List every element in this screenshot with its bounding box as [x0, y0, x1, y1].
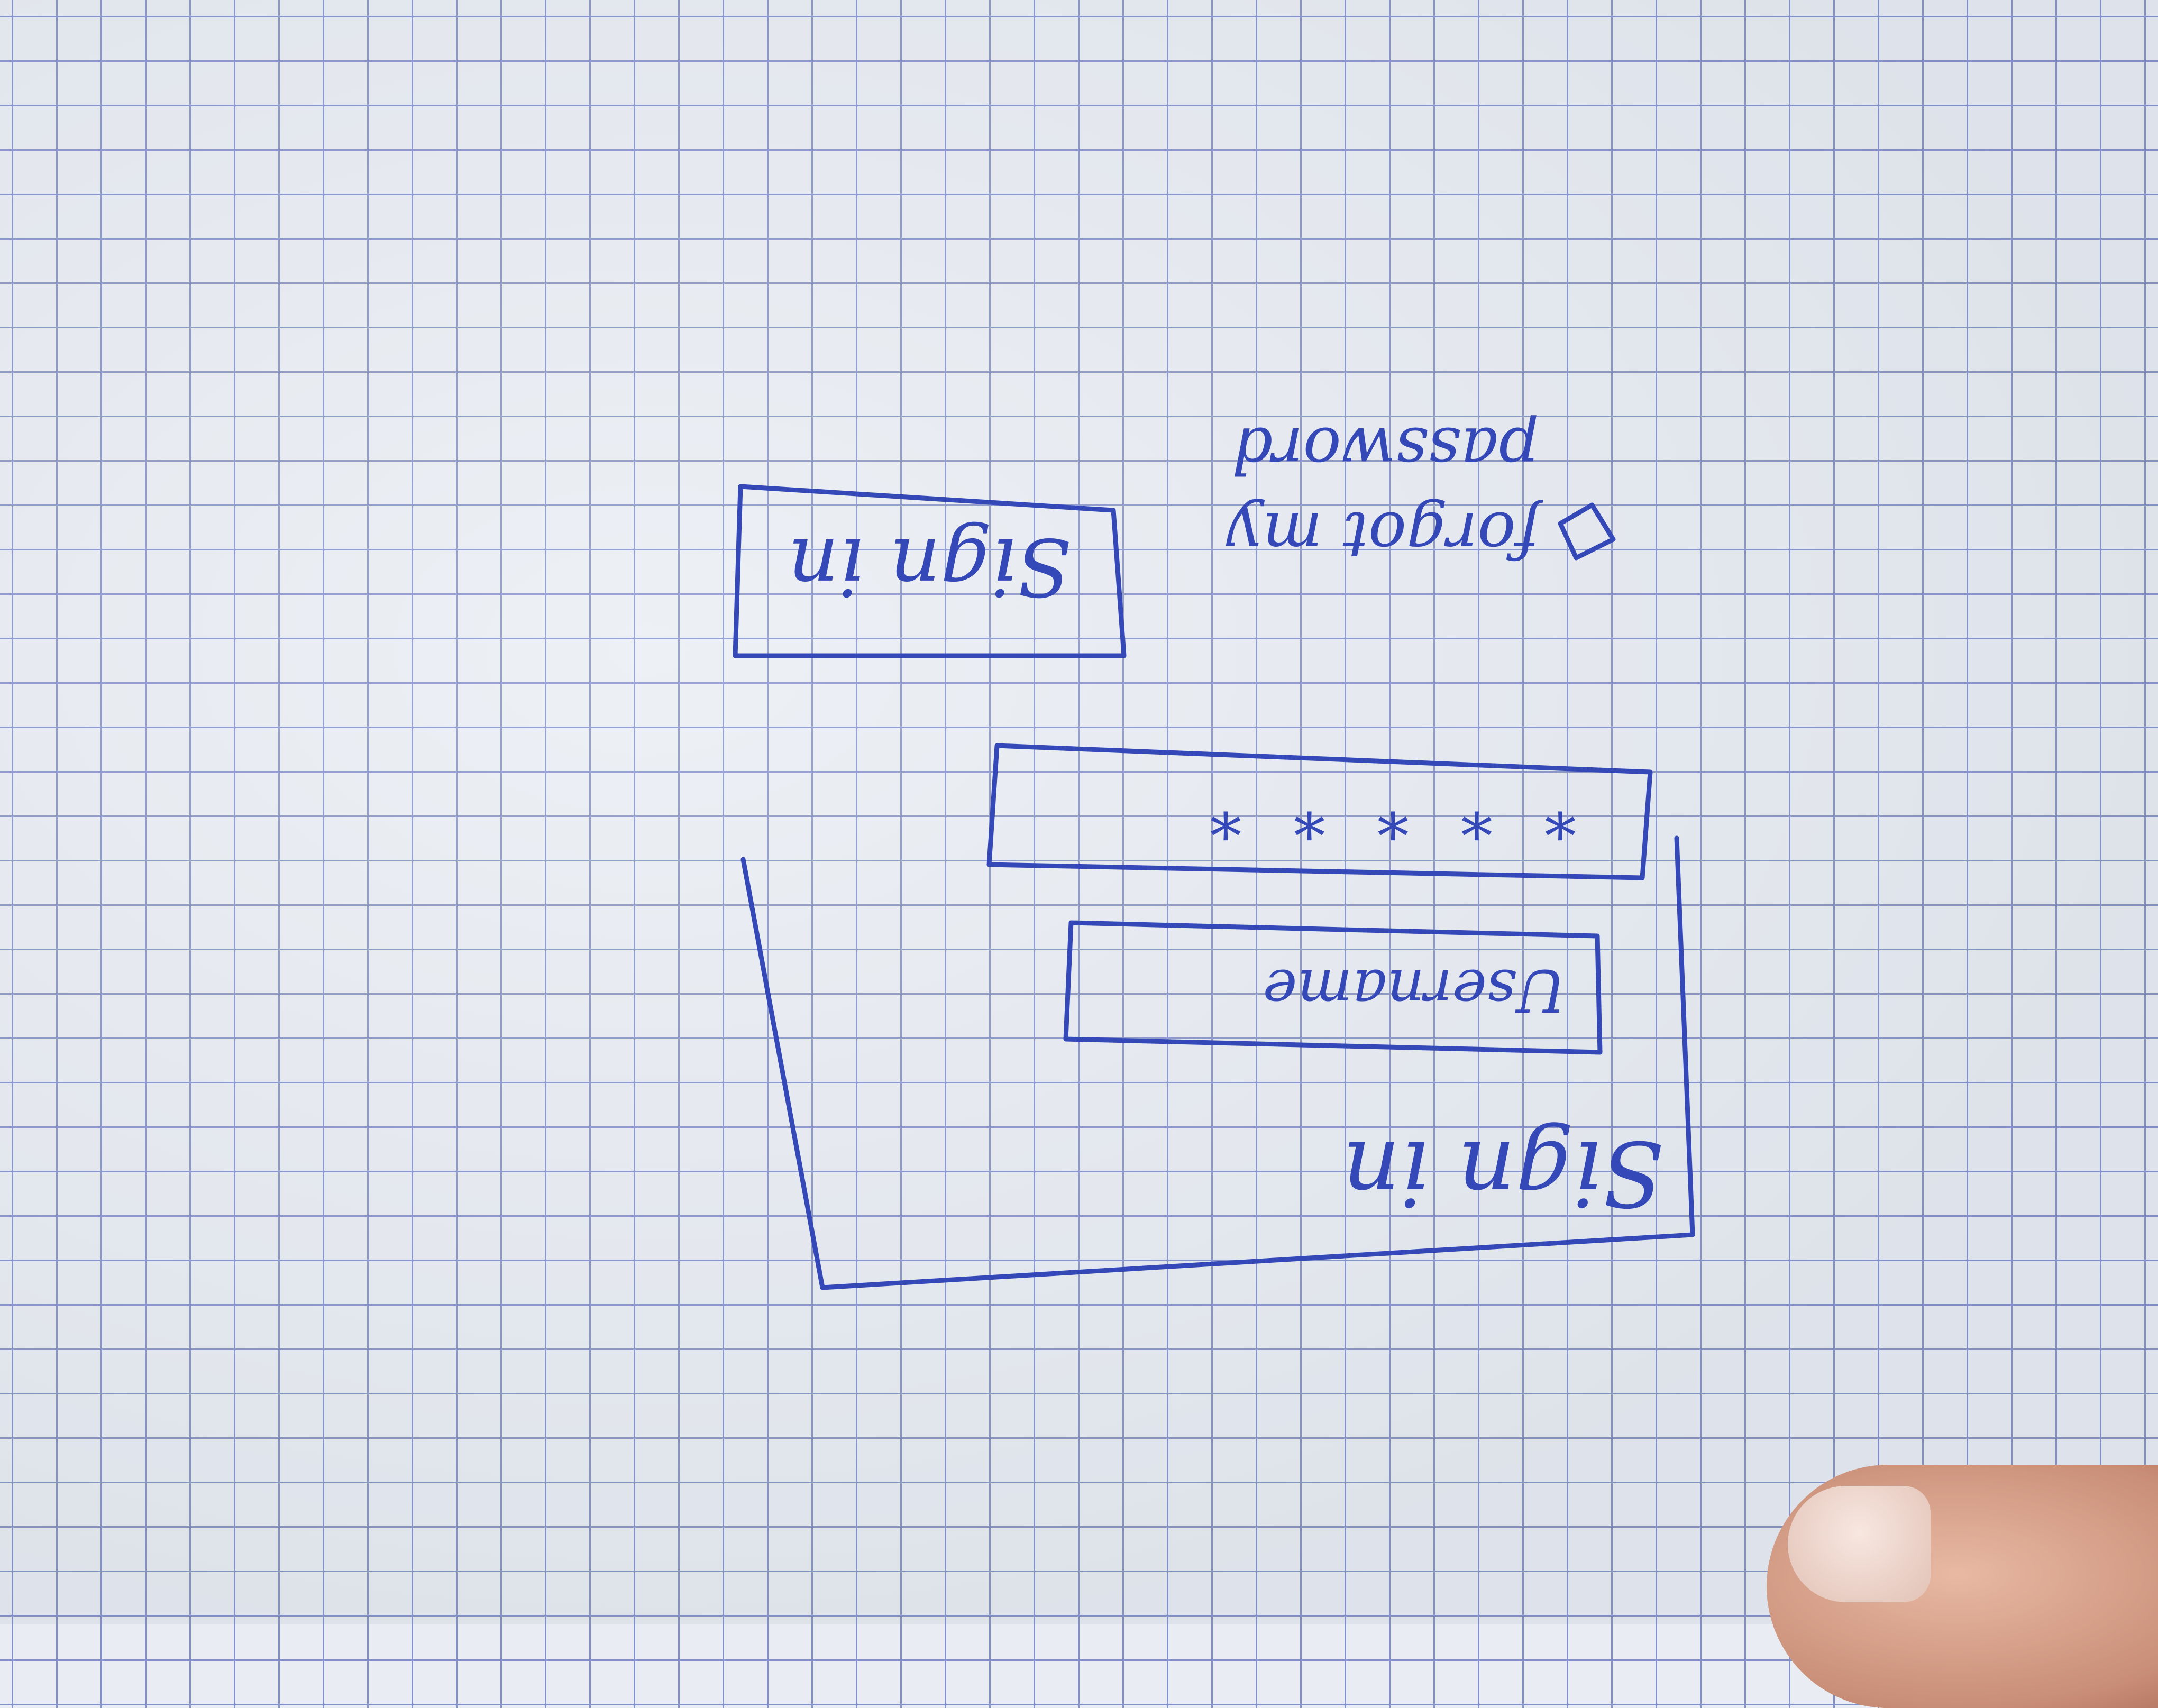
thumbnail-nail: [1788, 1486, 1931, 1602]
username-input[interactable]: Username: [1063, 920, 1603, 1055]
username-placeholder: Username: [1263, 957, 1566, 1024]
login-wireframe-sketch: Sign in Username * * * * * Sign in forgo…: [733, 413, 1695, 1290]
password-input[interactable]: * * * * *: [986, 743, 1653, 880]
forgot-password-line1: forgot my: [1226, 498, 1543, 571]
login-card-frame: [740, 835, 1695, 1290]
password-mask: * * * * *: [1194, 778, 1576, 851]
sign-in-button-label: Sign in: [788, 520, 1071, 612]
forgot-password-checkbox: [1558, 502, 1616, 561]
forgot-password-line2: password: [1232, 413, 1539, 486]
sign-in-button[interactable]: Sign in: [733, 484, 1127, 658]
login-heading: Sign in: [1342, 1121, 1663, 1225]
forgot-password-option[interactable]: forgot my password: [1226, 413, 1616, 571]
sign-in-button-frame: [733, 484, 1127, 658]
